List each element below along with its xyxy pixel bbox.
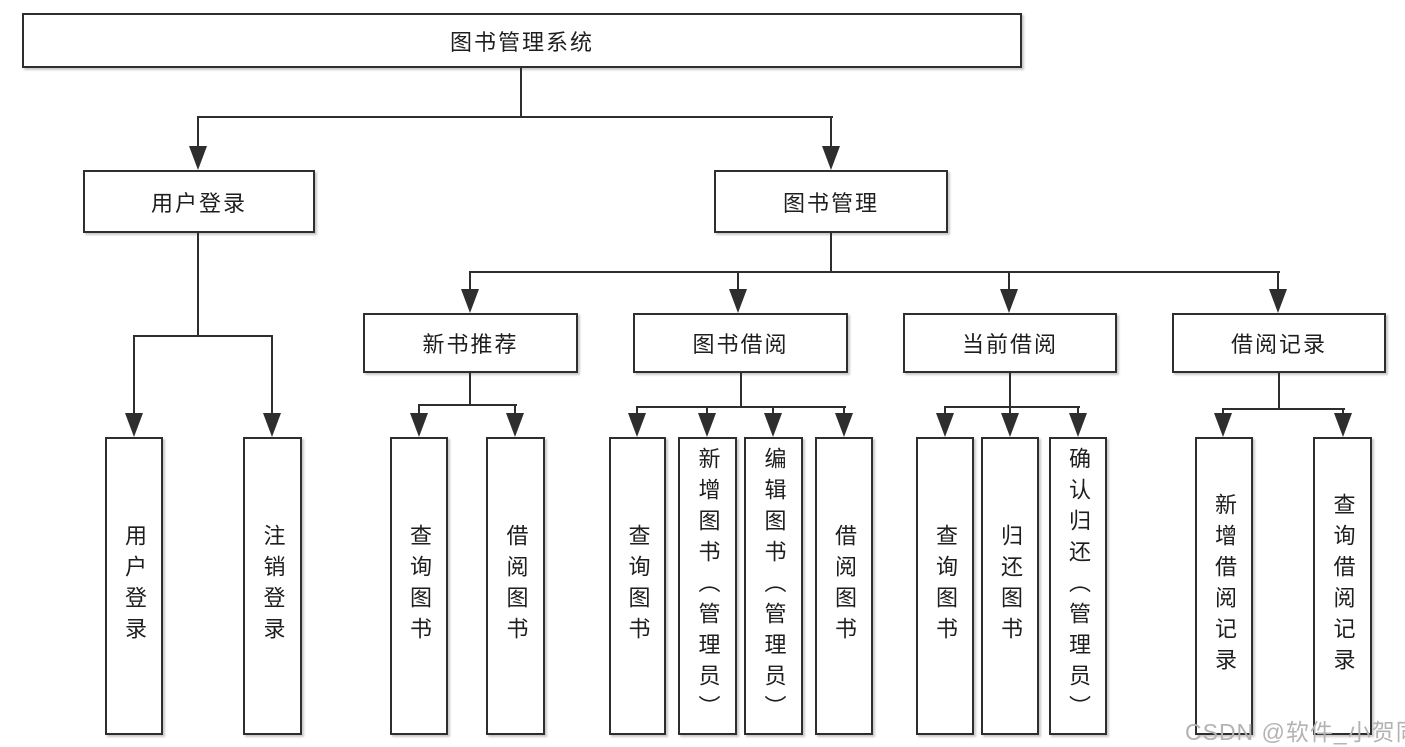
node-leaf-logout: 注销登录	[243, 437, 302, 735]
node-label: 新增借阅记录	[1212, 493, 1237, 679]
node-label: 查询图书	[625, 524, 651, 648]
connector-line	[133, 335, 135, 415]
node-leaf-borrow-books-recommend: 借阅图书	[486, 437, 545, 735]
node-label: 归还图书	[998, 524, 1023, 648]
node-leaf-query-borrow-record: 查询借阅记录	[1313, 437, 1372, 735]
connector-line	[1008, 271, 1010, 291]
connector-line	[1278, 373, 1280, 410]
node-label: 编辑图书（管理员）	[761, 446, 787, 726]
connector-line	[1342, 408, 1344, 415]
node-label: 借阅图书	[832, 524, 857, 648]
connector-line	[636, 406, 846, 408]
node-label: 确认归还（管理员）	[1066, 446, 1091, 726]
node-label: 查询图书	[407, 524, 432, 648]
connector-line	[469, 373, 471, 405]
node-book-borrowing: 图书借阅	[633, 313, 848, 373]
node-label: 用户登录	[122, 524, 147, 648]
arrow-down-icon	[1000, 289, 1018, 313]
connector-line	[271, 335, 273, 415]
node-label: 图书管理系统	[449, 29, 594, 55]
connector-line	[1222, 408, 1224, 415]
connector-line	[740, 373, 742, 407]
node-label: 查询图书	[933, 524, 958, 648]
node-label: 图书管理	[782, 190, 879, 216]
node-leaf-borrow-books-borrowing: 借阅图书	[815, 437, 873, 735]
connector-line	[514, 404, 516, 415]
node-label: 新增图书（管理员）	[695, 446, 721, 726]
connector-line	[1009, 406, 1011, 415]
connector-line	[197, 116, 833, 118]
node-label: 用户登录	[150, 190, 247, 216]
arrow-down-icon	[628, 413, 646, 437]
arrow-down-icon	[506, 413, 524, 437]
node-root: 图书管理系统	[22, 13, 1022, 68]
node-leaf-query-books-borrowing: 查询图书	[609, 437, 666, 735]
node-label: 新书推荐	[422, 332, 519, 357]
connector-line	[469, 271, 1280, 273]
node-label: 当前借阅	[961, 332, 1058, 357]
node-leaf-edit-book-admin: 编辑图书（管理员）	[744, 437, 803, 735]
connector-line	[1009, 373, 1011, 407]
node-leaf-return-books: 归还图书	[981, 437, 1039, 735]
connector-line	[706, 406, 708, 415]
arrow-down-icon	[729, 289, 747, 313]
connector-line	[843, 406, 845, 415]
connector-line	[830, 116, 832, 148]
node-borrowing-records: 借阅记录	[1172, 313, 1386, 373]
arrow-down-icon	[1269, 289, 1287, 313]
connector-line	[944, 406, 1080, 408]
connector-line	[469, 271, 471, 291]
node-leaf-add-borrow-record: 新增借阅记录	[1195, 437, 1253, 735]
arrow-down-icon	[1069, 413, 1087, 437]
connector-line	[636, 406, 638, 415]
node-book-management: 图书管理	[714, 170, 948, 233]
connector-line	[1077, 406, 1079, 415]
node-user-login: 用户登录	[83, 170, 315, 233]
node-label: 借阅图书	[503, 524, 529, 648]
node-label: 图书借阅	[692, 332, 789, 357]
arrow-down-icon	[189, 146, 207, 170]
connector-line	[1222, 408, 1345, 410]
connector-line	[520, 68, 522, 117]
node-leaf-user-login: 用户登录	[105, 437, 163, 735]
connector-line	[772, 406, 774, 415]
connector-line	[418, 404, 517, 406]
connector-line	[830, 233, 832, 272]
node-current-borrowing: 当前借阅	[903, 313, 1117, 373]
csdn-watermark: CSDN @软件_小贺同学	[1185, 719, 1405, 745]
connector-line	[418, 404, 420, 415]
arrow-down-icon	[410, 413, 428, 437]
arrow-down-icon	[263, 413, 281, 437]
arrow-down-icon	[835, 413, 853, 437]
connector-line	[197, 116, 199, 148]
node-leaf-query-books-recommend: 查询图书	[390, 437, 448, 735]
connector-line	[944, 406, 946, 415]
node-leaf-add-book-admin: 新增图书（管理员）	[678, 437, 737, 735]
arrow-down-icon	[698, 413, 716, 437]
arrow-down-icon	[936, 413, 954, 437]
node-label: 注销登录	[260, 524, 286, 648]
arrow-down-icon	[1214, 413, 1232, 437]
node-leaf-query-books-current: 查询图书	[916, 437, 974, 735]
node-leaf-confirm-return-admin: 确认归还（管理员）	[1049, 437, 1107, 735]
node-new-book-recommend: 新书推荐	[363, 313, 578, 373]
arrow-down-icon	[125, 413, 143, 437]
connector-line	[133, 335, 273, 337]
connector-line	[737, 271, 739, 291]
arrow-down-icon	[822, 146, 840, 170]
arrow-down-icon	[764, 413, 782, 437]
connector-line	[1277, 271, 1279, 291]
connector-line	[197, 233, 199, 336]
arrow-down-icon	[461, 289, 479, 313]
node-label: 查询借阅记录	[1330, 493, 1356, 679]
arrow-down-icon	[1334, 413, 1352, 437]
node-label: 借阅记录	[1230, 332, 1327, 357]
arrow-down-icon	[1001, 413, 1019, 437]
